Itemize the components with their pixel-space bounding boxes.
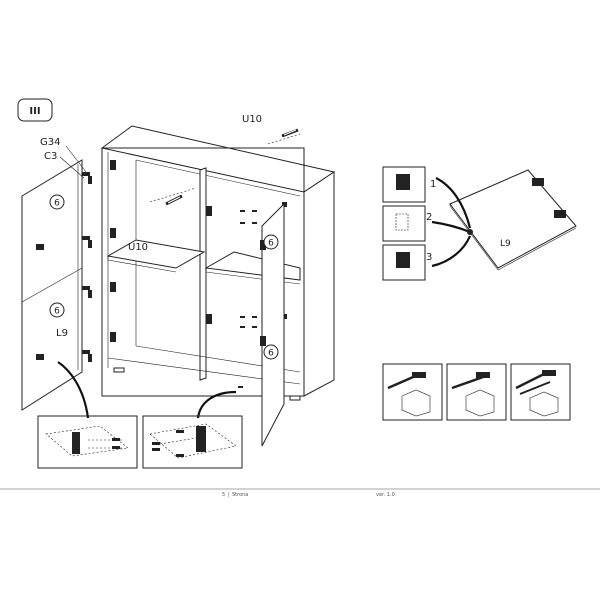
dowel-label-top: U10 — [242, 114, 262, 125]
cabinet-divider — [199, 167, 207, 381]
tool-instructions — [382, 363, 571, 421]
shelf-right — [204, 251, 301, 281]
plate-label: C3 — [44, 151, 57, 162]
door-label-left: L9 — [56, 328, 68, 339]
hinge-count-bottom: 6 — [54, 307, 60, 317]
adjust-box-1 — [382, 166, 426, 203]
tool-box-2 — [446, 363, 507, 421]
dowel-label-mid: U10 — [128, 242, 148, 253]
svg-text:|: | — [228, 492, 230, 498]
hinge-plate-icon — [110, 332, 116, 342]
door-panel-adjust — [449, 169, 577, 269]
dowel-icon — [165, 194, 183, 206]
step-number: III — [29, 106, 40, 117]
footer-page: 5 — [222, 492, 225, 498]
footer-version: ver. 1.0 — [376, 492, 395, 498]
footer: 5 | Strona ver. 1.0 — [0, 488, 600, 498]
hinge-count-top: 6 — [54, 199, 60, 209]
hinge-plate-icon — [206, 314, 212, 324]
hinge-count-right-bottom: 6 — [268, 349, 274, 359]
adjust-step-3: 3 — [426, 252, 432, 263]
hinge-icon — [36, 172, 92, 362]
tool-box-1 — [382, 363, 443, 421]
cabinet-assembly: 6 6 6 6 U10 U10 G34 C3 L9 — [21, 114, 336, 447]
hinge-plate-icon — [110, 228, 116, 238]
adjust-box-2 — [382, 205, 426, 242]
hinge-icon — [260, 240, 266, 346]
cabinet-top-panel — [100, 125, 336, 193]
hinge-plate-icon — [110, 282, 116, 292]
adjustment-panel: 1 2 3 L9 — [382, 166, 577, 281]
detail-inset-hinge-screws — [142, 415, 243, 469]
cabinet-front-frame — [101, 147, 305, 397]
tool-box-3 — [510, 363, 571, 421]
door-label-adjust: L9 — [500, 239, 511, 249]
hinge-plate-icon — [206, 206, 212, 216]
detail-inset-hinge-plate — [37, 415, 138, 469]
hinge-count-right-top: 6 — [268, 239, 274, 249]
adjust-step-1: 1 — [430, 179, 436, 190]
footer-product: Strona — [232, 492, 248, 498]
hinge-plate-icon — [110, 160, 116, 170]
adjust-box-3 — [382, 244, 426, 281]
step-badge: III — [17, 98, 53, 122]
adjust-step-2: 2 — [426, 212, 432, 223]
cabinet-right-side — [303, 171, 335, 397]
dowel-icon — [281, 128, 299, 138]
hinge-label: G34 — [40, 137, 60, 148]
shelf-left — [106, 239, 206, 269]
